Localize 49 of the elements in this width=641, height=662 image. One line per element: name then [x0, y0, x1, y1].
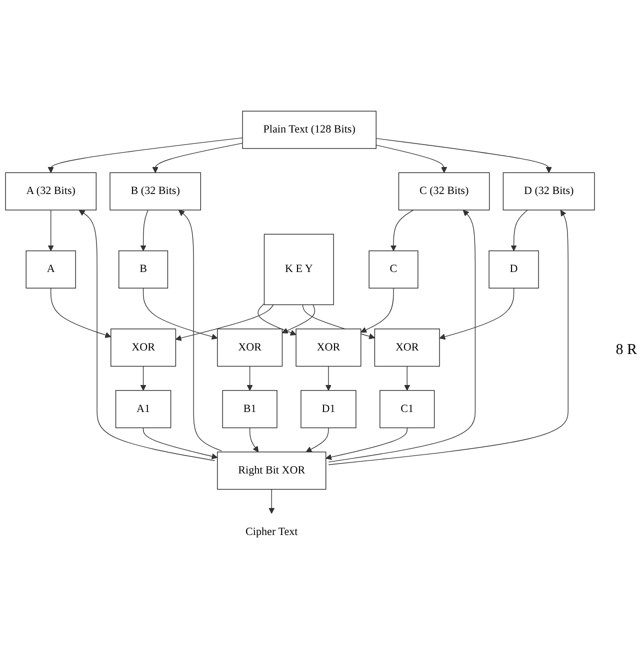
- node-box: K E Y: [264, 234, 334, 306]
- arrow: [50, 288, 112, 338]
- node-box: D: [488, 250, 539, 288]
- arrow: [376, 138, 552, 173]
- arrow: [178, 210, 222, 452]
- arrow: [142, 427, 218, 460]
- node-box: C: [368, 250, 418, 288]
- node-box: B1: [222, 390, 278, 428]
- arrow: [246, 366, 253, 391]
- arrow: [175, 304, 274, 341]
- arrow: [48, 137, 243, 173]
- node-box: A (32 Bits): [5, 172, 97, 210]
- node-box: D (32 Bits): [502, 172, 595, 210]
- arrow: [510, 210, 528, 252]
- round-count-label: 8 R: [616, 342, 637, 359]
- arrow: [376, 144, 448, 173]
- arrow: [140, 366, 146, 391]
- arrow: [325, 366, 332, 391]
- arrow: [249, 427, 259, 452]
- arrow: [268, 488, 275, 514]
- node-box: Plain Text (128 Bits): [242, 110, 376, 149]
- arrow: [48, 210, 54, 252]
- arrow: [140, 210, 148, 252]
- arrow: [326, 427, 408, 460]
- arrow: [78, 210, 215, 461]
- node-box: C (32 Bits): [398, 172, 490, 210]
- arrow: [439, 288, 514, 340]
- arrow: [360, 288, 394, 333]
- node-box: XOR: [296, 328, 362, 367]
- node-box: A: [26, 250, 76, 288]
- node-box: XOR: [217, 328, 283, 367]
- node-box: B: [118, 250, 168, 288]
- node-text: Cipher Text: [246, 526, 298, 538]
- node-box: XOR: [110, 328, 176, 367]
- node-box: Right Bit XOR: [217, 452, 326, 490]
- arrow: [306, 427, 329, 452]
- arrow: [152, 142, 243, 173]
- node-box: XOR: [374, 328, 440, 367]
- arrow: [328, 210, 568, 466]
- node-box: D1: [300, 390, 356, 428]
- node-box: C1: [380, 390, 435, 428]
- arrow: [142, 288, 218, 340]
- arrow: [282, 304, 316, 334]
- arrow: [328, 210, 476, 462]
- arrow: [404, 366, 410, 391]
- node-box: A1: [115, 390, 172, 428]
- arrow: [258, 303, 296, 336]
- arrow: [390, 210, 414, 252]
- node-box: B (32 Bits): [110, 172, 201, 210]
